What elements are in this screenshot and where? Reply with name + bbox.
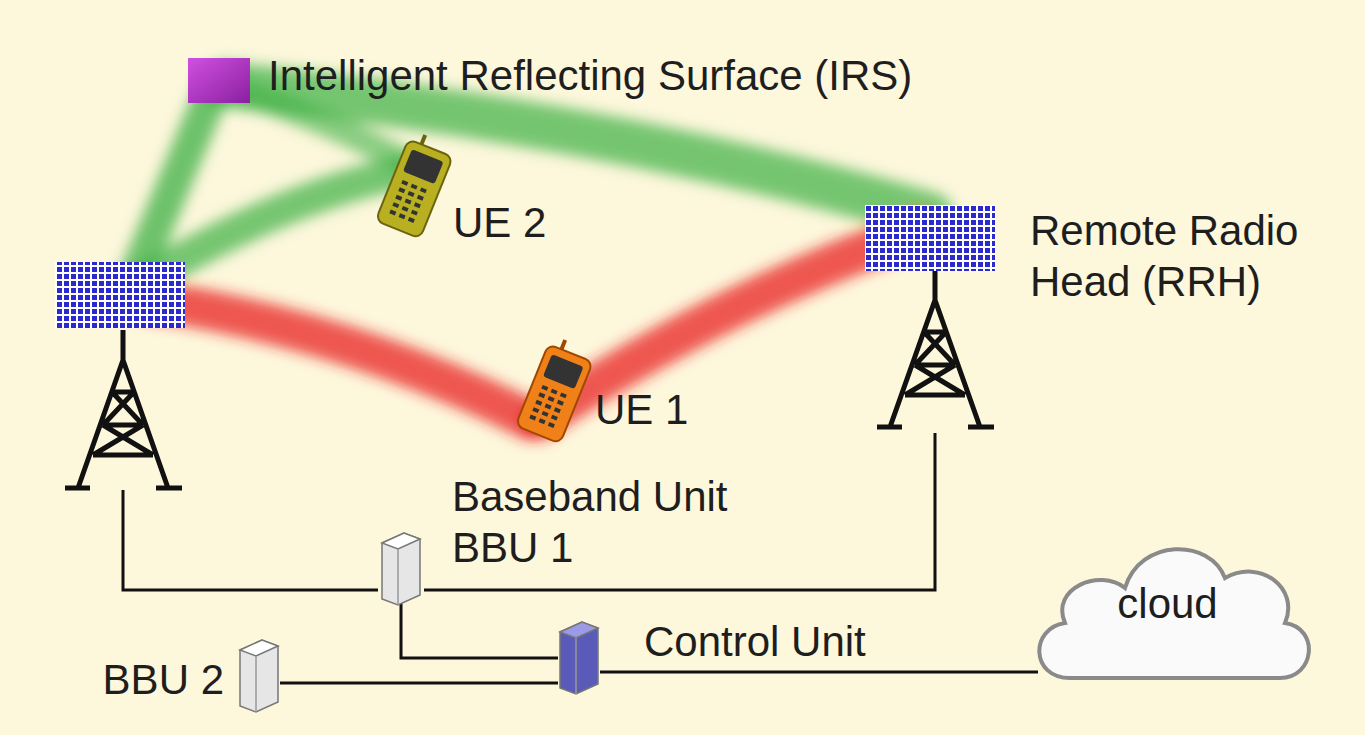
antenna-panel — [55, 262, 185, 328]
control-box-icon — [552, 622, 602, 696]
irs-label: Intelligent Reflecting Surface (IRS) — [268, 50, 1168, 101]
ue-phone: UE 2 — [365, 135, 465, 245]
beam-green — [230, 88, 420, 170]
bbu-box-icon — [232, 640, 282, 714]
ue-phone-icon — [365, 135, 465, 245]
wire — [123, 490, 378, 590]
ue-phone: UE 1 — [505, 340, 605, 450]
rrh-tower: Remote Radio Head (RRH) — [865, 205, 995, 433]
irs-panel-icon — [188, 58, 250, 103]
control-box: Control Unit — [552, 622, 602, 696]
cloud-label: cloud — [1030, 578, 1305, 629]
beam-red — [150, 300, 530, 420]
ue-label: UE 2 — [453, 197, 613, 248]
wire — [600, 671, 1038, 674]
beam-green — [225, 85, 930, 215]
control-label: Control Unit — [644, 616, 964, 667]
bbu-box: BBU 2 — [232, 640, 282, 714]
rrh-tower-icon — [865, 205, 995, 433]
tower — [65, 330, 182, 488]
bbu-box: Baseband Unit BBU 1 — [374, 533, 424, 607]
ue-phone-icon — [505, 340, 605, 450]
bbu-label: Baseband Unit BBU 1 — [452, 471, 782, 573]
left-rrh — [55, 262, 185, 488]
wire — [280, 682, 558, 685]
bbu-box-icon — [374, 533, 424, 607]
bbu-label: BBU 2 — [64, 654, 224, 705]
ue-label: UE 1 — [595, 384, 755, 435]
beams — [130, 85, 930, 420]
irs-panel: Intelligent Reflecting Surface (IRS) — [188, 58, 250, 103]
wire — [401, 603, 558, 658]
wire — [424, 433, 935, 590]
rrh-label: Remote Radio Head (RRH) — [1030, 205, 1315, 307]
cloud-shape: cloud — [1030, 528, 1305, 683]
